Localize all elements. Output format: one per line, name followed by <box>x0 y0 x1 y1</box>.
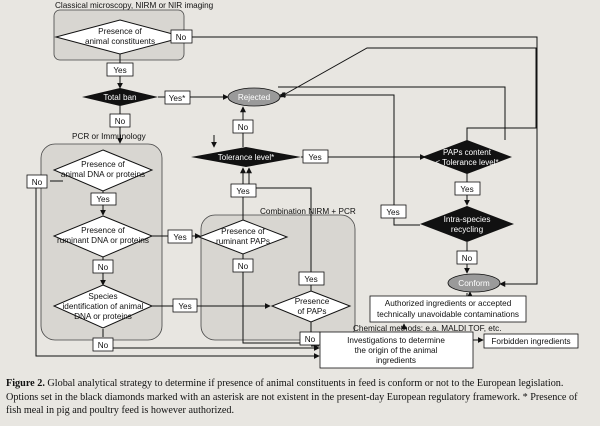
ruminant-dna-label-1: Presence of <box>81 226 125 235</box>
yes-top-label: Yes <box>113 66 126 75</box>
no-bottom-label: No <box>98 341 109 350</box>
forbidden-label: Forbidden ingredients <box>491 337 570 346</box>
conform-label: Conform <box>458 279 490 288</box>
chemical-methods-label: Chemical methods: e.a. MALDI TOF, etc. <box>353 324 502 333</box>
flowchart: Classical microscopy, NIRM or NIR imagin… <box>26 1 579 369</box>
yes-species-label: Yes <box>178 302 191 311</box>
intra-species-label-2: recycling <box>451 225 484 234</box>
species-id-label-3: DNA or proteins <box>74 312 132 321</box>
no-ruminant-paps-label: No <box>238 262 249 271</box>
species-id-diamond <box>52 284 154 329</box>
no-box-top <box>170 29 193 44</box>
ruminant-dna-label-2: ruminant DNA or proteins <box>57 236 149 245</box>
species-id-label-1: Species <box>88 292 117 301</box>
no-box-intra <box>456 250 478 265</box>
presence-paps-diamond <box>270 290 352 323</box>
authorized-label-2: technically unavoidable contaminations <box>377 310 519 319</box>
animal-constituents-label-1: Presence of <box>98 27 142 36</box>
combination-label: Combination NIRM + PCR <box>260 207 356 216</box>
ruminant-paps-label-2: ruminant PAPs <box>216 237 270 246</box>
total-ban-diamond <box>82 88 158 106</box>
tolerance-level-diamond <box>191 147 301 167</box>
no-top-label: No <box>176 33 187 42</box>
conform-oval <box>447 273 501 293</box>
no-box-bottom <box>92 337 114 352</box>
yes-star-box <box>164 90 191 105</box>
yes-box-dna <box>90 192 117 206</box>
paps-content-diamond <box>422 140 512 174</box>
animal-constituents-label-2: animal constituents <box>85 37 155 46</box>
yes-box-mid-up <box>230 183 257 198</box>
ruminant-paps-diamond <box>197 219 289 255</box>
total-ban-label: Total ban <box>103 93 137 102</box>
yes-paps-up-label: Yes <box>304 275 317 284</box>
forbidden-box <box>483 333 579 349</box>
investigations-label-1: Investigations to determine <box>347 336 445 345</box>
no-box-ruminant-paps <box>232 258 254 273</box>
authorized-box <box>369 295 527 323</box>
yes-ruminant-dna-label: Yes <box>173 233 186 242</box>
no-box-tolerance <box>232 119 254 134</box>
yes-box-paps-up <box>298 271 325 286</box>
yes-star-label: Yes* <box>169 94 186 103</box>
animal-constituents-diamond <box>54 19 186 55</box>
yes-mid-up-label: Yes <box>236 187 249 196</box>
no-box-ruminant-dna <box>92 259 114 274</box>
ruminant-paps-label-1: Presence of <box>221 227 265 236</box>
rejected-label: Rejected <box>238 93 271 102</box>
paps-content-label-1: PAPs content <box>443 148 492 157</box>
no-box-total-ban <box>109 113 131 128</box>
authorized-label-1: Authorized ingredients or accepted <box>385 299 512 308</box>
yes-box-intra-left <box>380 204 407 219</box>
investigations-box <box>319 331 474 369</box>
no-paps-label: No <box>305 335 316 344</box>
no-box-left <box>26 174 48 189</box>
yes-dna-label: Yes <box>96 195 109 204</box>
figure-caption: Figure 2. Global analytical strategy to … <box>6 377 594 418</box>
no-ruminant-dna-label: No <box>98 263 109 272</box>
yes-box-ruminant-dna <box>167 229 193 244</box>
animal-dna-diamond <box>52 149 154 192</box>
yes-tolerance-label: Yes <box>308 153 321 162</box>
animal-dna-label-2: animal DNA or proteins <box>61 170 145 179</box>
presence-paps-label-1: Presence <box>295 297 330 306</box>
investigations-label-3: ingredients <box>376 356 416 365</box>
ruminant-dna-diamond <box>52 215 154 258</box>
tolerance-level-label: Tolerance level* <box>218 153 274 162</box>
intra-species-label-1: Intra-species <box>444 215 491 224</box>
investigations-label-2: the origin of the animal <box>355 346 438 355</box>
animal-dna-label-1: Presence of <box>81 160 125 169</box>
species-id-label-2: identification of animal <box>62 302 143 311</box>
no-left-label: No <box>32 178 43 187</box>
no-tolerance-label: No <box>238 123 249 132</box>
presence-paps-label-2: of PAPs <box>298 307 327 316</box>
top-method-label: Classical microscopy, NIRM or NIR imagin… <box>55 1 214 10</box>
rejected-oval <box>227 87 281 107</box>
yes-box-paps-content <box>454 181 481 196</box>
yes-box-top <box>106 62 134 77</box>
no-intra-label: No <box>462 254 473 263</box>
figure-caption-text: Global analytical strategy to determine … <box>6 378 578 417</box>
yes-left-mid-label: Yes <box>386 208 399 217</box>
pcr-immunology-label: PCR or Immunology <box>72 132 147 141</box>
yes-box-tolerance <box>302 149 329 164</box>
yes-box-species <box>172 298 198 313</box>
figure-label: Figure 2. <box>6 378 45 389</box>
yes-paps-content-label: Yes <box>460 185 473 194</box>
paps-content-label-2: < Tolerance level* <box>435 158 498 167</box>
no-total-ban-label: No <box>115 117 126 126</box>
intra-species-diamond <box>420 206 514 242</box>
